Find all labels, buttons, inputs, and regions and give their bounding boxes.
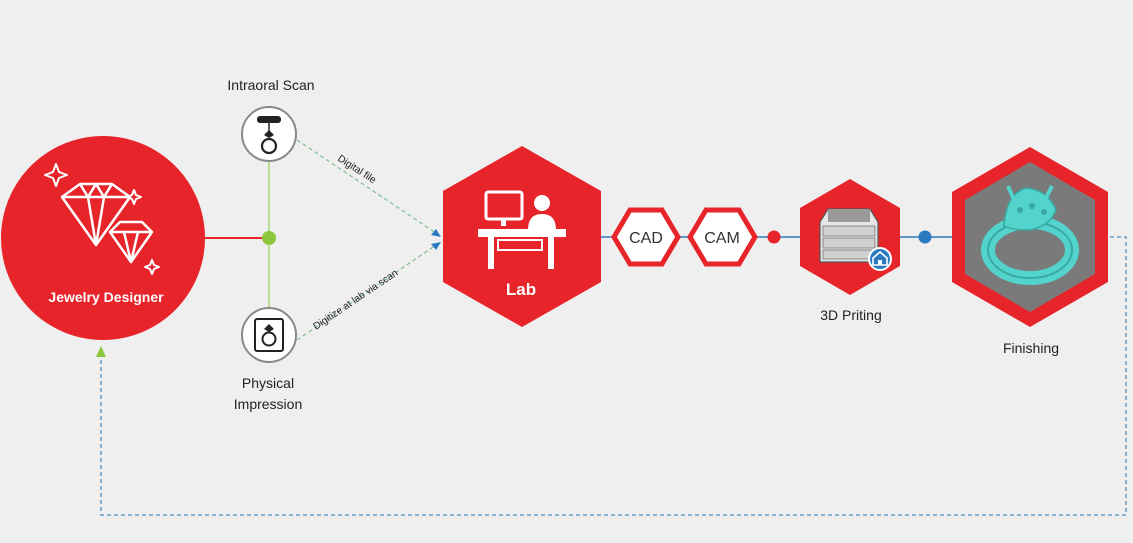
blue-flow-dot bbox=[918, 230, 932, 244]
printed-ring-icon bbox=[981, 185, 1079, 285]
printing-node: 3D Priting bbox=[800, 179, 900, 323]
printer-badge-icon bbox=[868, 247, 892, 271]
junction-dot bbox=[262, 231, 276, 245]
cad-label: CAD bbox=[629, 230, 663, 247]
jewelry-designer-node: Jewelry Designer bbox=[1, 136, 205, 340]
digital-file-arrow bbox=[296, 139, 437, 234]
cad-node: CAD bbox=[611, 207, 681, 267]
lab-label: Lab bbox=[506, 280, 536, 299]
return-loop-arrowhead bbox=[96, 346, 106, 357]
digitize-label: Digitize at lab via scan bbox=[312, 268, 401, 333]
intraoral-scan-label: Intraoral Scan bbox=[227, 77, 314, 93]
cam-node: CAM bbox=[687, 207, 758, 267]
cam-label: CAM bbox=[704, 230, 740, 247]
digitize-arrowhead bbox=[431, 242, 441, 250]
finishing-label: Finishing bbox=[1003, 340, 1059, 356]
impression-ring-icon bbox=[254, 318, 284, 352]
finishing-node: Finishing bbox=[952, 147, 1108, 356]
physical-label-line1: Physical bbox=[242, 375, 294, 391]
digital-file-label: Digital file bbox=[335, 153, 378, 186]
digital-file-arrowhead bbox=[431, 229, 441, 237]
lab-desk-icon bbox=[478, 190, 566, 269]
red-flow-dot bbox=[767, 230, 781, 244]
return-loop-line bbox=[100, 236, 1127, 516]
scanner-ring-icon bbox=[257, 116, 281, 155]
physical-impression-node: Physical Impression bbox=[234, 307, 302, 412]
intraoral-scan-node: Intraoral Scan bbox=[227, 77, 315, 162]
gems-icon bbox=[44, 163, 160, 275]
digitize-arrow bbox=[296, 244, 437, 341]
printing-label: 3D Priting bbox=[820, 307, 881, 323]
physical-label-line2: Impression bbox=[234, 396, 302, 412]
jewelry-designer-label: Jewelry Designer bbox=[48, 289, 164, 305]
3d-printer-icon bbox=[819, 208, 879, 263]
lab-node: Lab bbox=[443, 146, 601, 327]
